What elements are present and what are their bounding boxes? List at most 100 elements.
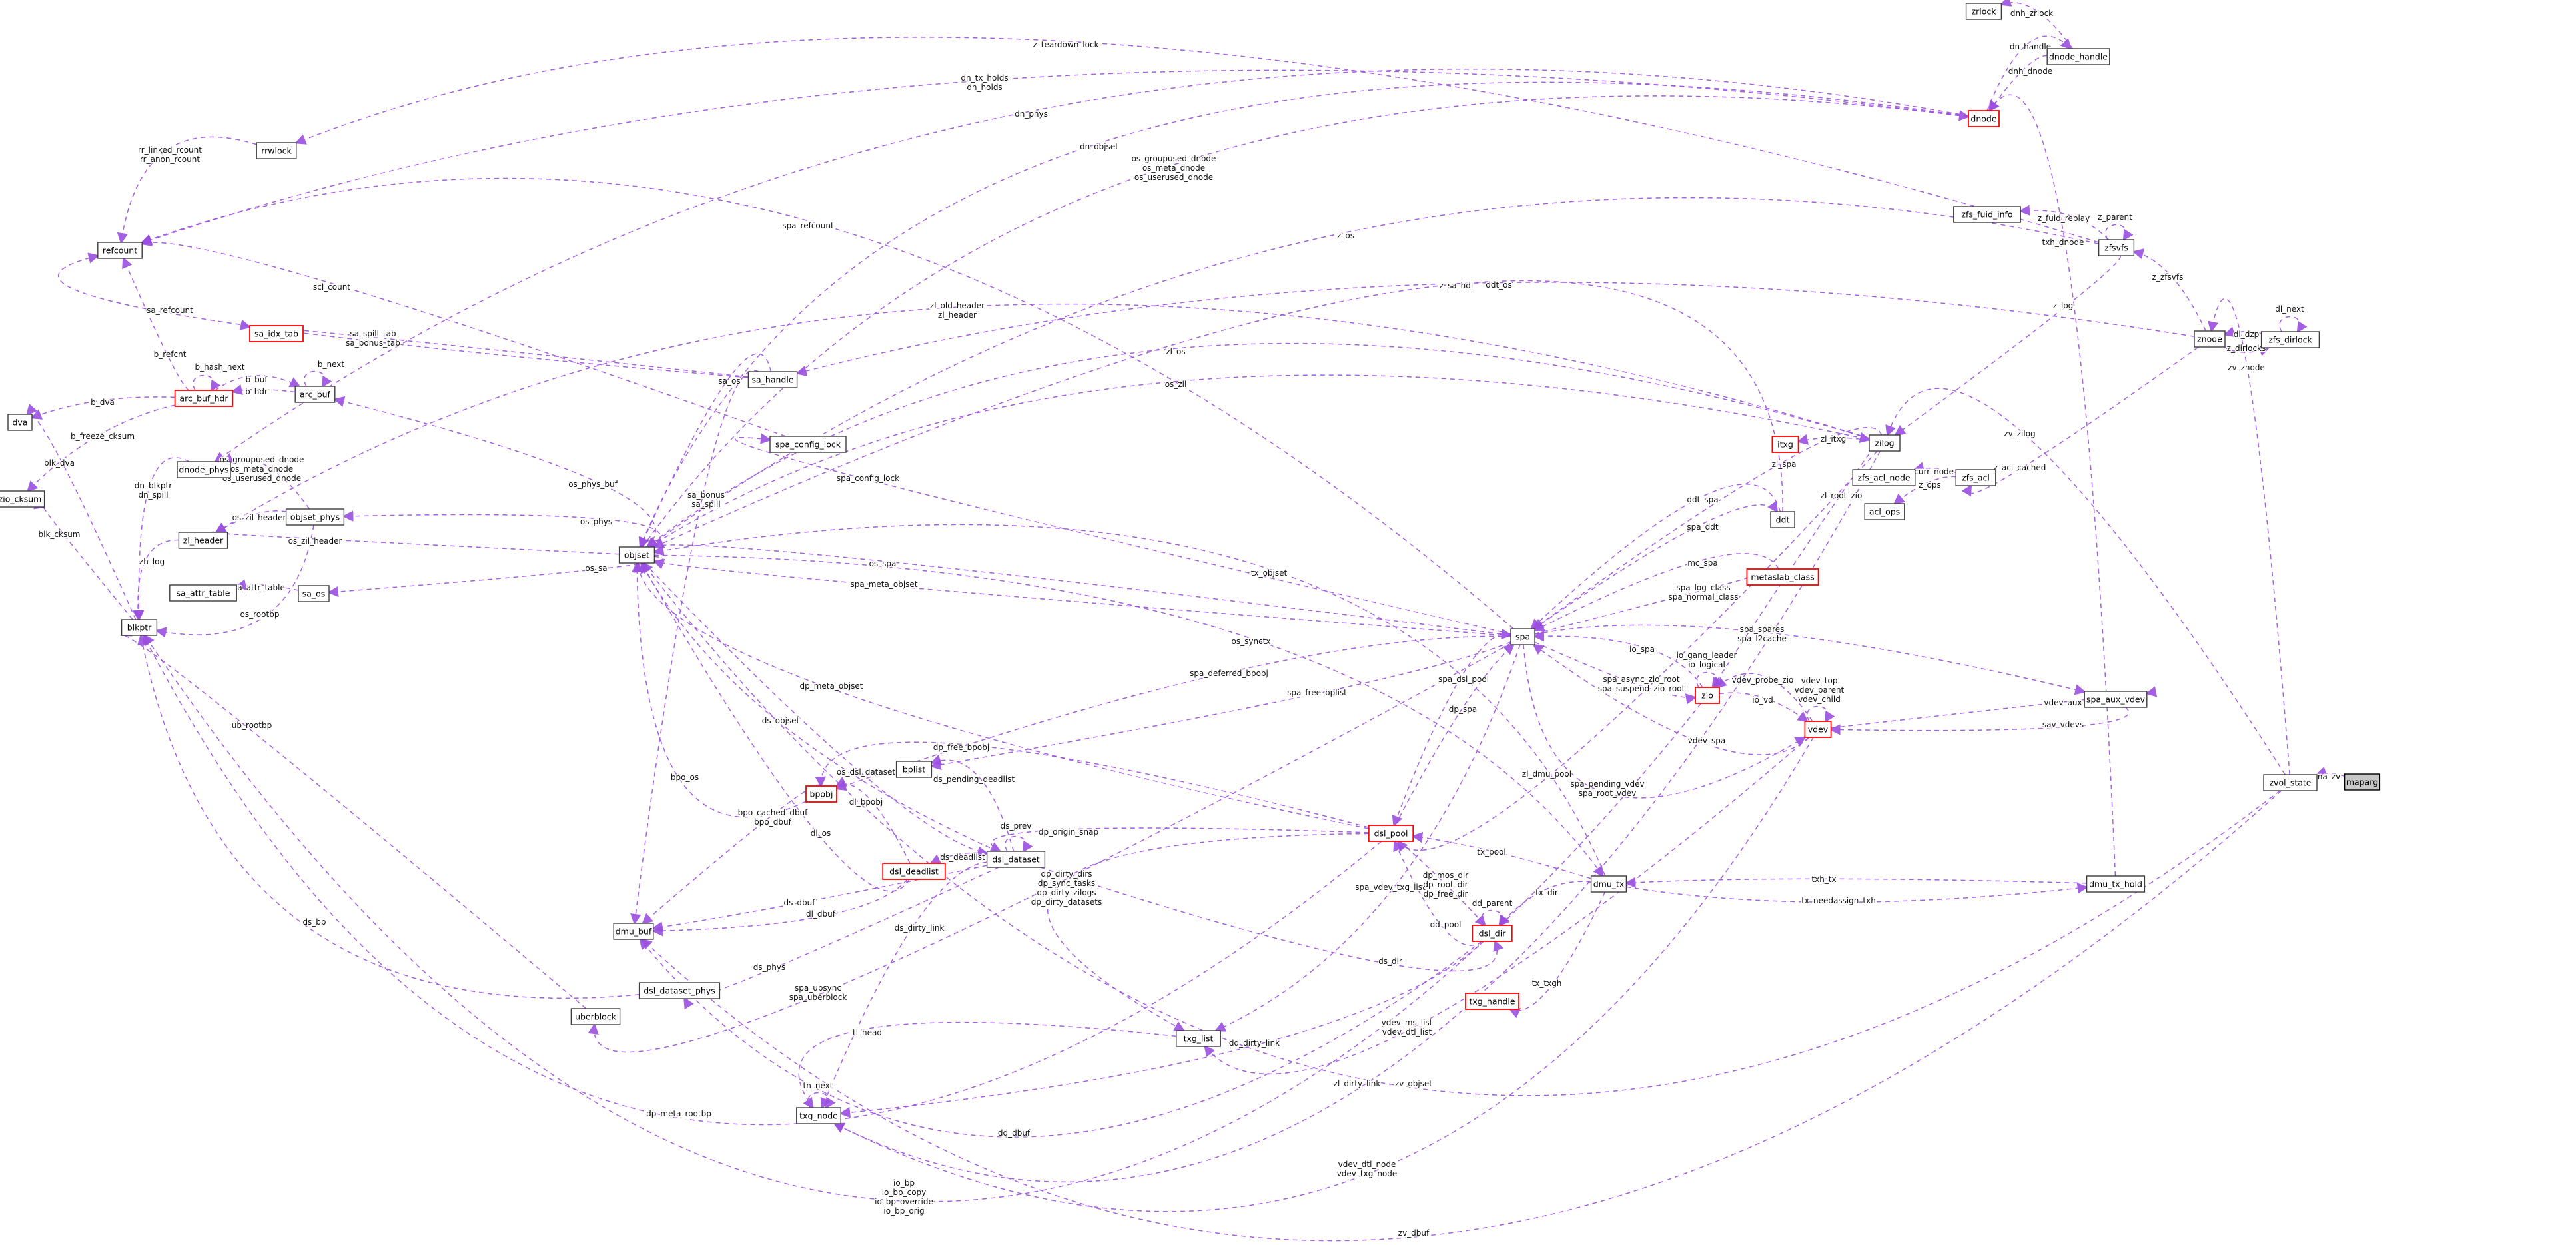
edge-dsl_dataset-objset bbox=[640, 561, 999, 852]
node-bpobj[interactable]: bpobj bbox=[805, 785, 837, 803]
node-sa_attr_table[interactable]: sa_attr_table bbox=[169, 584, 237, 602]
node-dmu_tx[interactable]: dmu_tx bbox=[1590, 875, 1627, 893]
edge-label-spa-refcount: spa_refcount bbox=[782, 221, 834, 230]
edge-label-vdev-spa: vdev_spa bbox=[1688, 736, 1725, 745]
node-zfs_dirlock[interactable]: zfs_dirlock bbox=[2260, 331, 2320, 348]
node-txg_node[interactable]: txg_node bbox=[796, 1107, 841, 1124]
node-blkptr[interactable]: blkptr bbox=[121, 619, 158, 636]
node-objset_phys[interactable]: objset_phys bbox=[285, 508, 345, 526]
edge-vdev-zio bbox=[1715, 673, 1813, 722]
edge-dmu_tx_hold-dmu_tx bbox=[1624, 877, 2087, 889]
node-spa_config_lock[interactable]: spa_config_lock bbox=[769, 436, 847, 453]
edge-label-dmu_tx_hold-dmu_tx: txh_tx bbox=[1811, 875, 1836, 884]
node-sa_os[interactable]: sa_os bbox=[298, 585, 330, 602]
node-txg_handle[interactable]: txg_handle bbox=[1465, 993, 1519, 1010]
edge-label-objset_phys-zl_header: os_zil_header bbox=[232, 513, 286, 522]
edge-dsl_pool-objset bbox=[633, 561, 1369, 829]
node-acl_ops[interactable]: acl_ops bbox=[1864, 503, 1905, 520]
node-sa_handle[interactable]: sa_handle bbox=[747, 371, 798, 388]
node-rrwlock[interactable]: rrwlock bbox=[256, 142, 297, 159]
node-dmu_buf[interactable]: dmu_buf bbox=[613, 923, 654, 940]
node-dnode_phys[interactable]: dnode_phys bbox=[177, 461, 231, 478]
edge-vdev-txg_node bbox=[833, 737, 1814, 1212]
edge-sa_os-sa_attr_table bbox=[234, 579, 299, 591]
node-txg_list[interactable]: txg_list bbox=[1176, 1030, 1221, 1047]
edge-zvol_state-objset bbox=[642, 562, 2280, 1096]
edge-ddt-spa bbox=[1529, 484, 1781, 630]
edge-label-objset-spa: os_spa bbox=[869, 559, 897, 568]
node-objset[interactable]: objset bbox=[618, 546, 655, 564]
node-maparg[interactable]: maparg bbox=[2344, 773, 2381, 791]
node-zrlock[interactable]: zrlock bbox=[1965, 3, 2002, 20]
node-zfsvfs[interactable]: zfsvfs bbox=[2098, 239, 2135, 256]
node-dnode[interactable]: dnode bbox=[1968, 110, 2000, 127]
node-zfs_fuid_info[interactable]: zfs_fuid_info bbox=[1953, 206, 2021, 223]
node-dva[interactable]: dva bbox=[7, 414, 33, 431]
edge-arc_buf_hdr-arc_buf_hdr bbox=[193, 374, 221, 392]
edge-label-bpobj-objset: bpo_os bbox=[671, 773, 699, 782]
node-zvol_state[interactable]: zvol_state bbox=[2263, 774, 2318, 791]
edge-dsl_pool-spa bbox=[1394, 643, 1515, 826]
edge-spa-objset bbox=[653, 558, 1511, 637]
node-spa_aux_vdev[interactable]: spa_aux_vdev bbox=[2084, 691, 2148, 708]
node-zfs_acl[interactable]: zfs_acl bbox=[1955, 469, 1996, 486]
node-dsl_deadlist[interactable]: dsl_deadlist bbox=[882, 863, 946, 880]
node-dsl_dir[interactable]: dsl_dir bbox=[1472, 925, 1513, 942]
edge-objset-zl_header bbox=[202, 531, 620, 555]
edge-label-zilog-zio: zl_root_zio bbox=[1821, 491, 1863, 500]
edge-ddt-objset bbox=[653, 280, 1783, 548]
edge-zfsvfs-zfs_fuid_info bbox=[2018, 205, 2109, 240]
node-dnode_handle[interactable]: dnode_handle bbox=[2046, 48, 2110, 65]
edge-dnode-dnode_phys bbox=[214, 68, 1969, 463]
edge-sa_handle-objset bbox=[639, 353, 772, 549]
node-arc_buf_hdr[interactable]: arc_buf_hdr bbox=[174, 390, 234, 407]
node-arc_buf[interactable]: arc_buf bbox=[294, 386, 336, 403]
node-vdev[interactable]: vdev bbox=[1804, 721, 1832, 738]
edge-zfs_acl-acl_ops bbox=[1893, 476, 1956, 505]
node-zilog[interactable]: zilog bbox=[1869, 434, 1901, 452]
node-dsl_pool[interactable]: dsl_pool bbox=[1368, 825, 1414, 842]
node-dsl_dataset[interactable]: dsl_dataset bbox=[986, 851, 1046, 868]
edge-label-objset-arc_buf: os_phys_buf bbox=[568, 480, 618, 489]
edge-label-zl_header-blkptr: zh_log bbox=[139, 557, 165, 566]
edge-dmu_tx-dmu_tx_hold bbox=[1626, 883, 2089, 903]
edge-dsl_pool-txg_list bbox=[1047, 833, 1369, 1032]
edge-label-dsl_deadlist-objset: dl_os bbox=[811, 829, 831, 838]
node-zio_cksum[interactable]: zio_cksum bbox=[0, 490, 45, 508]
node-sa_idx_tab[interactable]: sa_idx_tab bbox=[249, 325, 304, 342]
edge-zio-vdev bbox=[1719, 692, 1809, 723]
node-zio[interactable]: zio bbox=[1695, 687, 1720, 704]
edge-dsl_dataset-dsl_dataset bbox=[1005, 835, 1033, 853]
node-metaslab_class[interactable]: metaslab_class bbox=[1746, 568, 1819, 586]
node-spa[interactable]: spa bbox=[1510, 628, 1535, 645]
edge-label-dsl_dataset-dsl_deadlist: ds_deadlist bbox=[940, 853, 985, 862]
edge-label-dmu_tx-dmu_tx_hold: tx_needassign_txh bbox=[1801, 896, 1876, 905]
edge-zfsvfs-zilog bbox=[1894, 255, 2121, 436]
node-zl_header[interactable]: zl_header bbox=[178, 532, 228, 549]
edge-label-dmu_tx-objset: tx_objset bbox=[1251, 568, 1288, 578]
node-itxg[interactable]: itxg bbox=[1771, 436, 1799, 453]
edge-label-vdev-zio: vdev_probe_zio bbox=[1732, 675, 1794, 685]
edge-layer bbox=[26, 0, 2345, 1242]
edge-label-txg_node-txg_node: tn_next bbox=[803, 1081, 833, 1090]
edge-label-dnode-dnode_phys: dn_phys bbox=[1015, 109, 1048, 119]
edge-bpobj-objset bbox=[632, 561, 807, 818]
edge-objset-dnode bbox=[642, 95, 1970, 548]
node-refcount[interactable]: refcount bbox=[97, 242, 143, 259]
edge-dsl_dataset-dmu_buf bbox=[651, 865, 987, 933]
node-dsl_dataset_phys[interactable]: dsl_dataset_phys bbox=[638, 982, 721, 999]
edge-label-arc_buf_hdr-dva: b_dva bbox=[91, 398, 115, 407]
edge-spa_config_lock-refcount bbox=[140, 236, 786, 437]
node-uberblock[interactable]: uberblock bbox=[570, 1008, 621, 1025]
node-znode[interactable]: znode bbox=[2194, 330, 2226, 348]
node-bplist[interactable]: bplist bbox=[895, 761, 933, 778]
node-zfs_acl_node[interactable]: zfs_acl_node bbox=[1852, 469, 1916, 486]
node-dmu_tx_hold[interactable]: dmu_tx_hold bbox=[2086, 875, 2146, 893]
edge-blkptr-zio_cksum bbox=[33, 498, 133, 620]
node-ddt[interactable]: ddt bbox=[1770, 511, 1795, 528]
edge-label-spa-objset: spa_meta_objset bbox=[851, 580, 918, 589]
